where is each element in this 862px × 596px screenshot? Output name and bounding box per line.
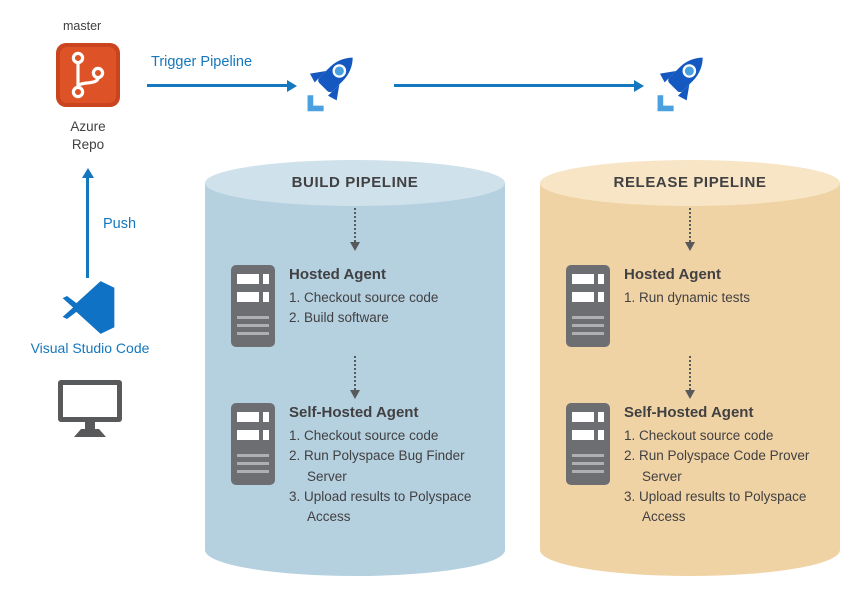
agent-step: 1. Checkout source code <box>289 428 439 443</box>
hosted-agent-title: Hosted Agent <box>289 266 386 283</box>
azure-repo-icon <box>55 42 121 108</box>
agent-step: 1. Checkout source code <box>289 290 439 305</box>
hosted-agent-title: Hosted Agent <box>624 266 721 283</box>
build-hosted-agent-row: Hosted Agent 1. Checkout source code 2. … <box>230 264 497 348</box>
agent-step: 3. Upload results to Polyspace Access <box>624 488 807 524</box>
azure-repo-label: Azure Repo <box>70 119 106 153</box>
agent-step: 2. Build software <box>289 310 389 326</box>
release-pipeline-container: RELEASE PIPELINE Hosted Agent 1. Run dyn… <box>540 160 840 576</box>
release-cylinder-top <box>540 160 840 206</box>
build-pipeline-rocket-icon <box>300 48 368 116</box>
dotted-down-arrow-icon <box>685 208 695 251</box>
release-pipeline-title: RELEASE PIPELINE <box>613 174 767 191</box>
self-hosted-agent-title: Self-Hosted Agent <box>289 404 419 421</box>
build-pipeline-title: BUILD PIPELINE <box>291 174 419 191</box>
agent-step: 1. Checkout source code <box>624 428 774 443</box>
build-cylinder-top <box>205 160 505 206</box>
agent-step: 3. Upload results to Polyspace Access <box>289 488 472 524</box>
agent-step: 2. Run Polyspace Code Prover Server <box>624 448 810 484</box>
build-pipeline-container: BUILD PIPELINE Hosted Agent 1. Checkout … <box>205 160 505 576</box>
trigger-arrow <box>147 84 287 87</box>
branch-label: master <box>63 19 102 33</box>
self-hosted-agent-title: Self-Hosted Agent <box>624 404 754 421</box>
trigger-pipeline-label: Trigger Pipeline <box>151 54 253 70</box>
push-label: Push <box>103 216 137 232</box>
push-arrow <box>86 178 89 278</box>
build-self-hosted-agent-row: Self-Hosted Agent 1. Checkout source cod… <box>230 402 497 527</box>
release-self-hosted-agent-row: Self-Hosted Agent 1. Checkout source cod… <box>565 402 832 527</box>
agent-step: 1. Run dynamic tests <box>624 290 751 305</box>
vscode-label: Visual Studio Code <box>30 340 150 356</box>
vscode-icon <box>61 280 116 335</box>
agent-step: 2. Run Polyspace Bug Finder Server <box>289 448 465 484</box>
server-icon <box>565 402 611 486</box>
release-hosted-agent-row: Hosted Agent 1. Run dynamic tests <box>565 264 832 348</box>
workstation-monitor-icon <box>56 374 124 442</box>
dotted-down-arrow-icon <box>350 356 360 399</box>
server-icon <box>565 264 611 348</box>
server-icon <box>230 402 276 486</box>
release-pipeline-rocket-icon <box>650 48 718 116</box>
dotted-down-arrow-icon <box>350 208 360 251</box>
dotted-down-arrow-icon <box>685 356 695 399</box>
server-icon <box>230 264 276 348</box>
build-to-release-arrow <box>394 84 634 87</box>
